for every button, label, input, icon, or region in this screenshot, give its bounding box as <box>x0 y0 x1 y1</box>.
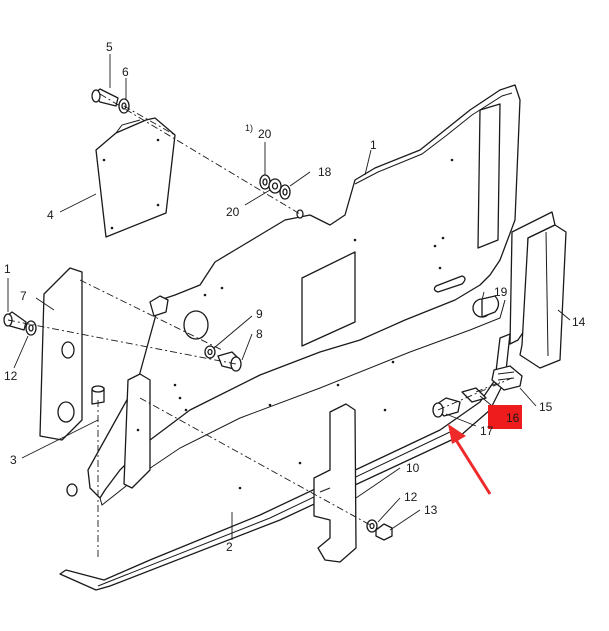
callout-12-bottom: 12 <box>404 490 418 504</box>
rail-part-2 <box>59 333 511 591</box>
frame-panel-part-1 <box>66 84 521 506</box>
bracket-part-14 <box>509 211 567 369</box>
callout-4: 4 <box>47 208 54 222</box>
bolt-part-1-left <box>3 311 27 331</box>
washers-part-20-18 <box>259 174 304 219</box>
callout-1-top: 1 <box>370 138 377 152</box>
callout-7: 7 <box>20 289 27 303</box>
cover-plate-part-4 <box>95 117 176 238</box>
callout-18: 18 <box>318 165 332 179</box>
callout-14: 14 <box>572 315 586 329</box>
callout-5: 5 <box>106 40 113 54</box>
callout-labels: 5 6 1) 20 1 18 20 4 1 7 12 3 9 8 19 14 1… <box>4 40 586 554</box>
bolt-vertical <box>91 385 105 405</box>
bolt-part-17 <box>432 397 461 418</box>
callout-17: 17 <box>480 424 494 438</box>
callout-9: 9 <box>256 307 263 321</box>
pointer-arrow <box>448 424 492 495</box>
callout-10: 10 <box>406 461 420 475</box>
washer-part-12-left <box>25 320 37 336</box>
bracket-part-10 <box>313 403 357 563</box>
callout-8: 8 <box>256 327 263 341</box>
callout-20-bottom: 20 <box>226 205 240 219</box>
callout-13: 13 <box>424 503 438 517</box>
callout-6: 6 <box>122 65 129 79</box>
callout-15: 15 <box>539 400 553 414</box>
callout-12-left: 12 <box>4 369 18 383</box>
clip-part-16 <box>461 387 487 403</box>
callout-16: 16 <box>506 411 520 425</box>
plate-part-7 <box>39 267 83 441</box>
bushing-part-19 <box>472 295 500 318</box>
callout-20-top: 20 <box>258 127 272 141</box>
washer-nut-part-12-13 <box>366 519 393 541</box>
callout-3: 3 <box>10 453 17 467</box>
callout-1-left: 1 <box>4 262 11 276</box>
bolt-washer-part-9-8 <box>204 345 242 372</box>
callout-19: 19 <box>494 285 508 299</box>
footnote-marker: 1) <box>245 123 253 133</box>
bracket-part-3 <box>123 373 151 489</box>
leader-lines <box>7 54 571 540</box>
assembly-lines <box>7 93 513 560</box>
callout-2: 2 <box>226 540 233 554</box>
highlight-box <box>488 405 522 429</box>
